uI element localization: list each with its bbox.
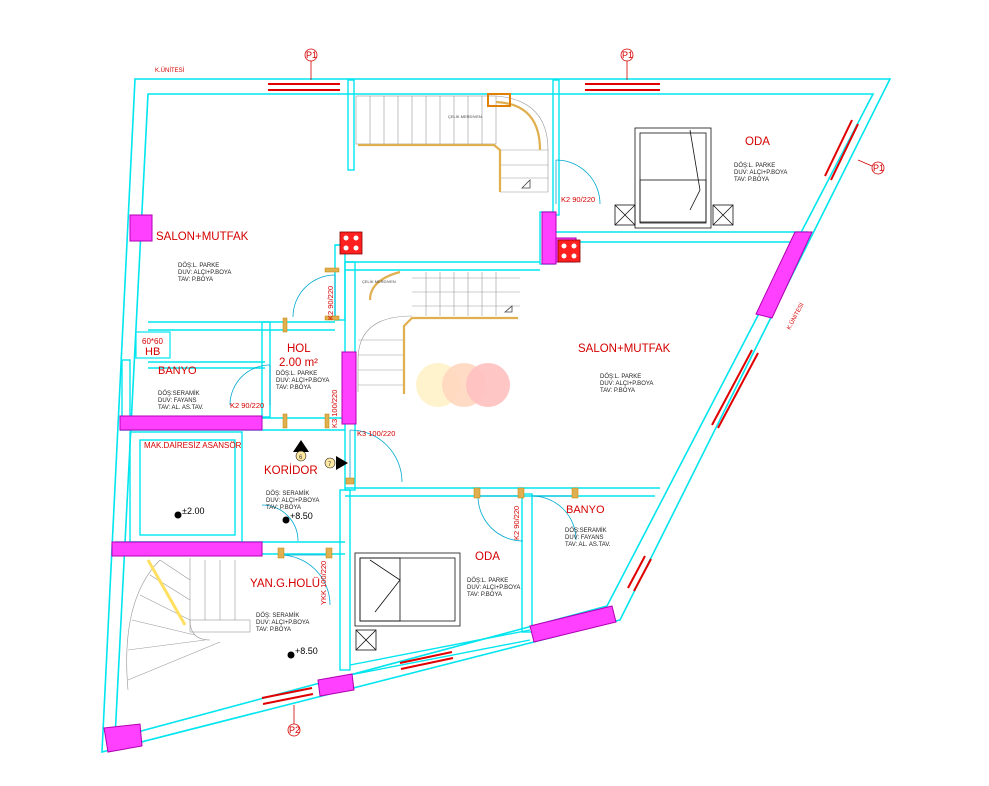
oda-bottom-spec-2: DUV: ALÇI+P.BOYA [467, 585, 520, 591]
fire-cabinet-mid [557, 239, 581, 263]
celik-merdiven-top-label: ÇELİK MERDİVEN [448, 114, 482, 119]
door-label-ykk: YKK 100/220 [319, 561, 328, 605]
p1-tag-a: P1 [306, 50, 317, 60]
yan-spec-1: DÖŞ: SERAMİK [256, 612, 299, 619]
columns [103, 211, 813, 753]
door-label-k2-vertical: K2 90/220 [326, 286, 335, 320]
stair-arrow [521, 179, 531, 189]
bottom-staircase [126, 558, 251, 691]
hb-size: 60*60 [142, 337, 163, 346]
banyo-left-spec-2: DUV: FAYANS [158, 398, 197, 404]
top-stair-rail [358, 100, 542, 192]
right-arrow-icon [336, 456, 348, 470]
banyo-right-spec-3: TAV: AL. AS.TAV. [565, 542, 611, 548]
room-oda-top: ODA [745, 136, 770, 148]
room-banyo-right: BANYO [566, 504, 605, 516]
up-arrow-icon [293, 440, 309, 452]
hol-area: 2.00 m² [279, 357, 318, 369]
salon-left-spec-3: TAV: P.BOYA [178, 277, 213, 283]
level-markers [174, 511, 295, 659]
windows [261, 83, 859, 705]
hol-spec-3: TAV: P.BOYA [276, 385, 311, 391]
stair-rail-bottom [146, 559, 187, 626]
door-label-k2-top: K2 90/220 [561, 195, 595, 204]
mid-stair-rail [368, 270, 518, 394]
oda-bottom-spec-3: TAV: P.BOYA [467, 592, 502, 598]
fire-cabinet-top [339, 231, 363, 255]
bed-bottom [354, 552, 461, 651]
room-hb: HB [145, 346, 160, 358]
oda-top-spec-3: TAV: P.BOYA [734, 177, 769, 183]
level-yan: +8.50 [295, 646, 318, 656]
yan-spec-2: DUV: ALÇI+P.BOYA [256, 620, 309, 626]
room-hol: HOL [287, 343, 311, 355]
marker-7-circle [324, 457, 336, 469]
hb-box [135, 331, 171, 359]
level-koridor: +8.50 [290, 511, 313, 521]
banyo-left-spec-3: TAV: AL. AS.TAV. [158, 405, 204, 411]
marker-6-circle [295, 450, 307, 462]
banyo-right-spec-1: DÖŞ:SERAMİK [565, 527, 607, 534]
banyo-right-spec-2: DUV: FAYANS [565, 535, 604, 541]
outer-walls [101, 78, 892, 754]
salon-left-spec-2: DUV: ALÇI+P.BOYA [178, 270, 231, 276]
mid-stair-arrow [503, 305, 513, 313]
room-banyo-left: BANYO [158, 365, 197, 377]
room-asansor: MAK.DAİRESİZ ASANSÖR [144, 441, 242, 450]
room-oda-bottom: ODA [475, 551, 500, 563]
oda-top-spec-1: DÖŞ:L. PARKE [734, 162, 775, 169]
koridor-spec-2: DUV: ALÇI+P.BOYA [266, 498, 319, 504]
oda-top-spec-2: DUV: ALÇI+P.BOYA [734, 170, 787, 176]
door-label-k2-banyo: K2 90/220 [512, 506, 521, 540]
door-frames [277, 267, 579, 559]
p1-tag-b: P1 [622, 50, 633, 60]
banyo-left-spec-1: DÖŞ:SERAMİK [158, 390, 200, 397]
room-yan-g-holu: YAN.G.HOLÜ [250, 578, 320, 590]
window-tags [287, 48, 885, 737]
k-unitesi-right-label: K.ÜNİTESİ [786, 301, 806, 330]
koridor-spec-3: TAV: P.BOYA [266, 505, 301, 511]
k-unitesi-top-label: K.ÜNİTESİ [155, 67, 185, 74]
koridor-spec-1: DÖŞ: SERAMİK [266, 490, 309, 497]
stair-lift-icon [487, 93, 511, 107]
salon-left-spec-1: DÖŞ:L. PARKE [178, 262, 219, 269]
celik-merdiven-mid-label: ÇELİK MERDİVEN [362, 279, 396, 284]
decor-circle-3 [466, 363, 510, 407]
room-salon-left: SALON+MUTFAK [156, 231, 249, 243]
bed-top [614, 127, 734, 229]
mid-staircase [357, 272, 520, 392]
door-label-k2-hol: K2 90/220 [230, 401, 264, 410]
hol-spec-1: DÖŞ:L. PARKE [276, 370, 317, 377]
yan-spec-3: TAV: P.BOYA [256, 627, 291, 633]
room-koridor: KORİDOR [264, 464, 318, 477]
room-salon-center: SALON+MUTFAK [578, 343, 671, 355]
door-swings [229, 159, 601, 606]
hol-spec-2: DUV: ALÇI+P.BOYA [276, 378, 329, 384]
marker-7: 7 [328, 462, 332, 468]
door-label-k3-vertical: K3 100/220 [330, 390, 339, 428]
level-asansor: ±2.00 [182, 506, 204, 516]
salon-center-spec-3: TAV: P.BOYA [600, 388, 635, 394]
p2-tag-bottom: P2 [289, 725, 300, 735]
marker-6: 6 [299, 455, 303, 461]
p1-tag-c: P1 [873, 163, 884, 173]
door-label-k3: K3 100/220 [357, 429, 395, 438]
salon-center-spec-2: DUV: ALÇI+P.BOYA [600, 381, 653, 387]
salon-center-spec-1: DÖŞ:L. PARKE [600, 373, 641, 380]
oda-bottom-spec-1: DÖŞ:L. PARKE [467, 577, 508, 584]
